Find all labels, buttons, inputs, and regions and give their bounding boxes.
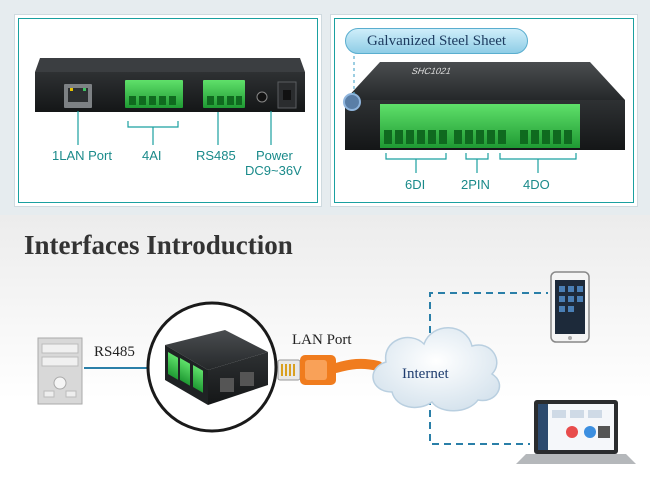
right-device xyxy=(343,62,625,150)
label-power: Power xyxy=(256,148,293,163)
section-heading: Interfaces Introduction xyxy=(24,230,293,260)
laptop-link-line xyxy=(429,398,530,445)
label-lan-port-link: LAN Port xyxy=(292,332,352,348)
label-4ai: 4AI xyxy=(142,148,162,163)
galvanized-steel-badge: Galvanized Steel Sheet xyxy=(345,28,528,54)
serial-meter-device xyxy=(37,337,83,405)
label-power-voltage: DC9~36V xyxy=(245,163,302,178)
label-6di: 6DI xyxy=(405,177,426,192)
label-2pin: 2PIN xyxy=(461,177,490,192)
smartphone-icon xyxy=(550,271,590,343)
laptop-icon xyxy=(516,400,636,464)
left-device xyxy=(35,58,305,112)
device-model-text: SHC1021 xyxy=(410,66,453,76)
right-callout-lines xyxy=(385,153,577,173)
label-rs485: RS485 xyxy=(196,148,236,163)
label-4do: 4DO xyxy=(523,177,550,192)
label-internet: Internet xyxy=(402,366,449,382)
right-terminal-slots xyxy=(384,130,572,144)
phone-link-line xyxy=(429,292,548,345)
label-lan-port: 1LAN Port xyxy=(52,148,112,163)
lan-cable xyxy=(277,355,383,385)
device-circle xyxy=(146,301,278,433)
left-callout-lines xyxy=(77,111,272,145)
cloud-icon xyxy=(372,327,501,412)
label-rs485-link: RS485 xyxy=(94,344,135,360)
